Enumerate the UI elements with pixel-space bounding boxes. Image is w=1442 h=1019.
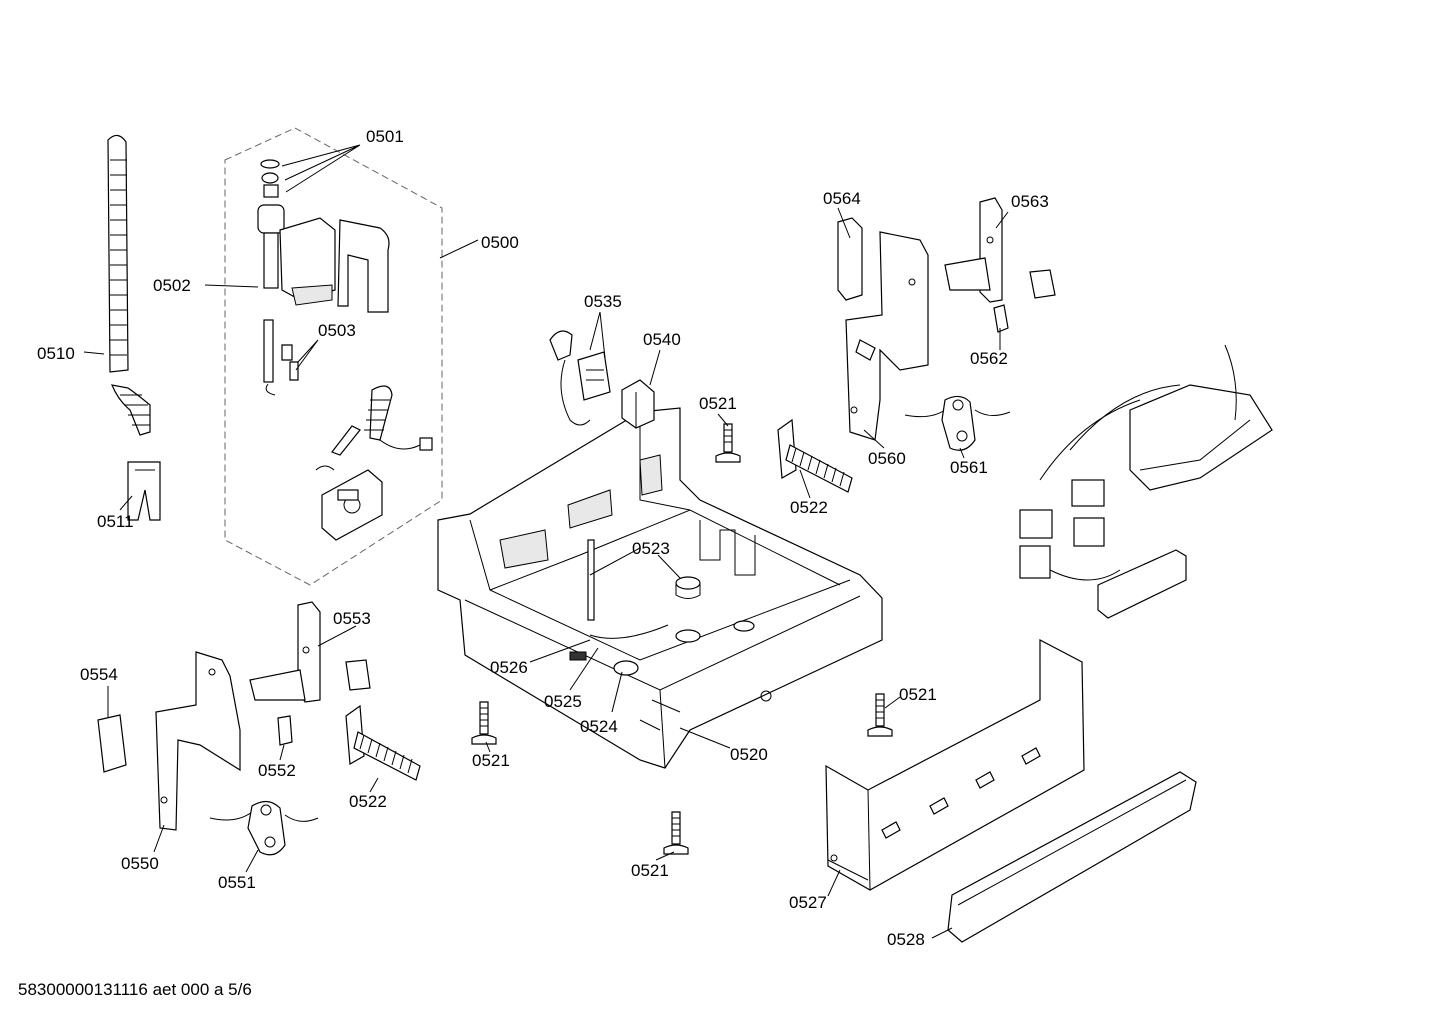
label-0554: 0554 <box>80 665 118 684</box>
bracket-0564 <box>837 217 863 301</box>
hose-assembly <box>315 385 433 471</box>
sensor-0551 <box>209 800 319 856</box>
cable-connector-0535 <box>549 330 611 426</box>
wiring-harness <box>1019 344 1273 619</box>
bracket-0560 <box>845 231 929 441</box>
hose-clip-0511 <box>127 461 161 521</box>
clip-0553b <box>345 659 371 691</box>
label-0525: 0525 <box>544 692 582 711</box>
valve-assembly-0502 <box>257 159 390 396</box>
base-tub-0520 <box>437 407 883 769</box>
label-0523: 0523 <box>632 539 670 558</box>
label-0528: 0528 <box>887 930 925 949</box>
screw-0521-a <box>715 423 741 463</box>
label-0520: 0520 <box>730 745 768 764</box>
label-0526: 0526 <box>490 658 528 677</box>
cover-0554 <box>97 714 127 773</box>
label-0527: 0527 <box>789 893 827 912</box>
label-0535: 0535 <box>584 292 622 311</box>
leader-lines <box>83 144 1009 939</box>
kickplate-0527 <box>825 639 1085 891</box>
spring-hinge-0522-a <box>777 418 853 493</box>
label-0503: 0503 <box>318 321 356 340</box>
label-0521-c: 0521 <box>899 685 937 704</box>
bracket-0563 <box>944 197 1056 303</box>
bracket-0550 <box>155 651 241 831</box>
sensor-bracket <box>321 469 383 541</box>
screw-0521-d <box>663 811 689 855</box>
label-0521-b: 0521 <box>472 751 510 770</box>
spring-hinge-0522-b <box>345 704 421 781</box>
sensor-0561 <box>904 395 1011 451</box>
label-0562: 0562 <box>970 349 1008 368</box>
screw-0521-b <box>471 701 497 745</box>
label-0561: 0561 <box>950 458 988 477</box>
label-0553: 0553 <box>333 609 371 628</box>
label-0502: 0502 <box>153 276 191 295</box>
label-0521-d: 0521 <box>631 861 669 880</box>
clip-0552 <box>277 715 293 746</box>
label-0550: 0550 <box>121 854 159 873</box>
label-0511: 0511 <box>97 512 134 531</box>
label-0522-b: 0522 <box>349 792 387 811</box>
label-0501: 0501 <box>366 127 404 146</box>
drain-hose-0510 <box>107 134 151 436</box>
label-0510: 0510 <box>37 344 75 363</box>
label-0500: 0500 <box>481 233 519 252</box>
label-0564: 0564 <box>823 189 861 208</box>
label-0521-a: 0521 <box>699 394 737 413</box>
label-0560: 0560 <box>868 449 906 468</box>
screw-0521-c <box>867 693 893 737</box>
label-0563: 0563 <box>1011 192 1049 211</box>
label-0551: 0551 <box>218 873 256 892</box>
clip-0562 <box>993 304 1009 333</box>
label-0524: 0524 <box>580 717 618 736</box>
connector-block-0540 <box>621 379 655 429</box>
label-0552: 0552 <box>258 761 296 780</box>
label-0522-a: 0522 <box>790 498 828 517</box>
document-code-footer: 58300000131116 aet 000 a 5/6 <box>18 980 252 999</box>
bracket-0553 <box>249 601 321 703</box>
label-0540: 0540 <box>643 330 681 349</box>
